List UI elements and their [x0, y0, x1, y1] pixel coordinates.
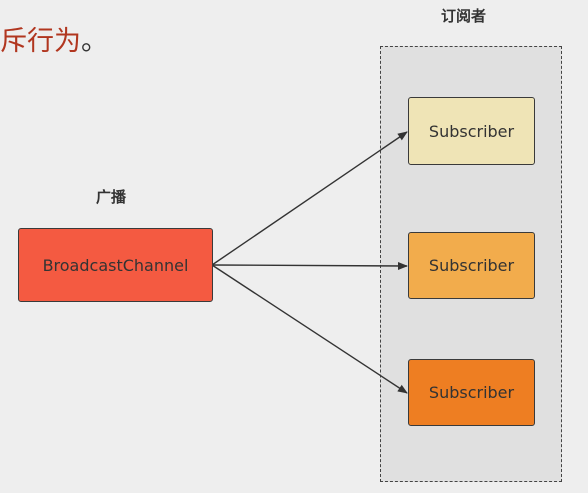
headline-punct: 。 — [81, 26, 108, 57]
subscriber-group-label: 订阅者 — [441, 7, 487, 25]
broadcast-group-label: 广播 — [96, 188, 127, 206]
arrow-to-subscriber-3 — [211, 264, 408, 394]
arrow-to-subscriber-1 — [211, 131, 408, 266]
subscriber-node-3[interactable]: Subscriber — [408, 359, 535, 426]
subscriber-node-2[interactable]: Subscriber — [408, 232, 535, 299]
headline-main: 斥行为 — [0, 26, 81, 57]
headline-text: 斥行为。 — [0, 20, 108, 64]
subscriber-node-1[interactable]: Subscriber — [408, 97, 535, 165]
broadcast-channel-node[interactable]: BroadcastChannel — [18, 228, 213, 302]
arrow-to-subscriber-2 — [211, 261, 408, 270]
